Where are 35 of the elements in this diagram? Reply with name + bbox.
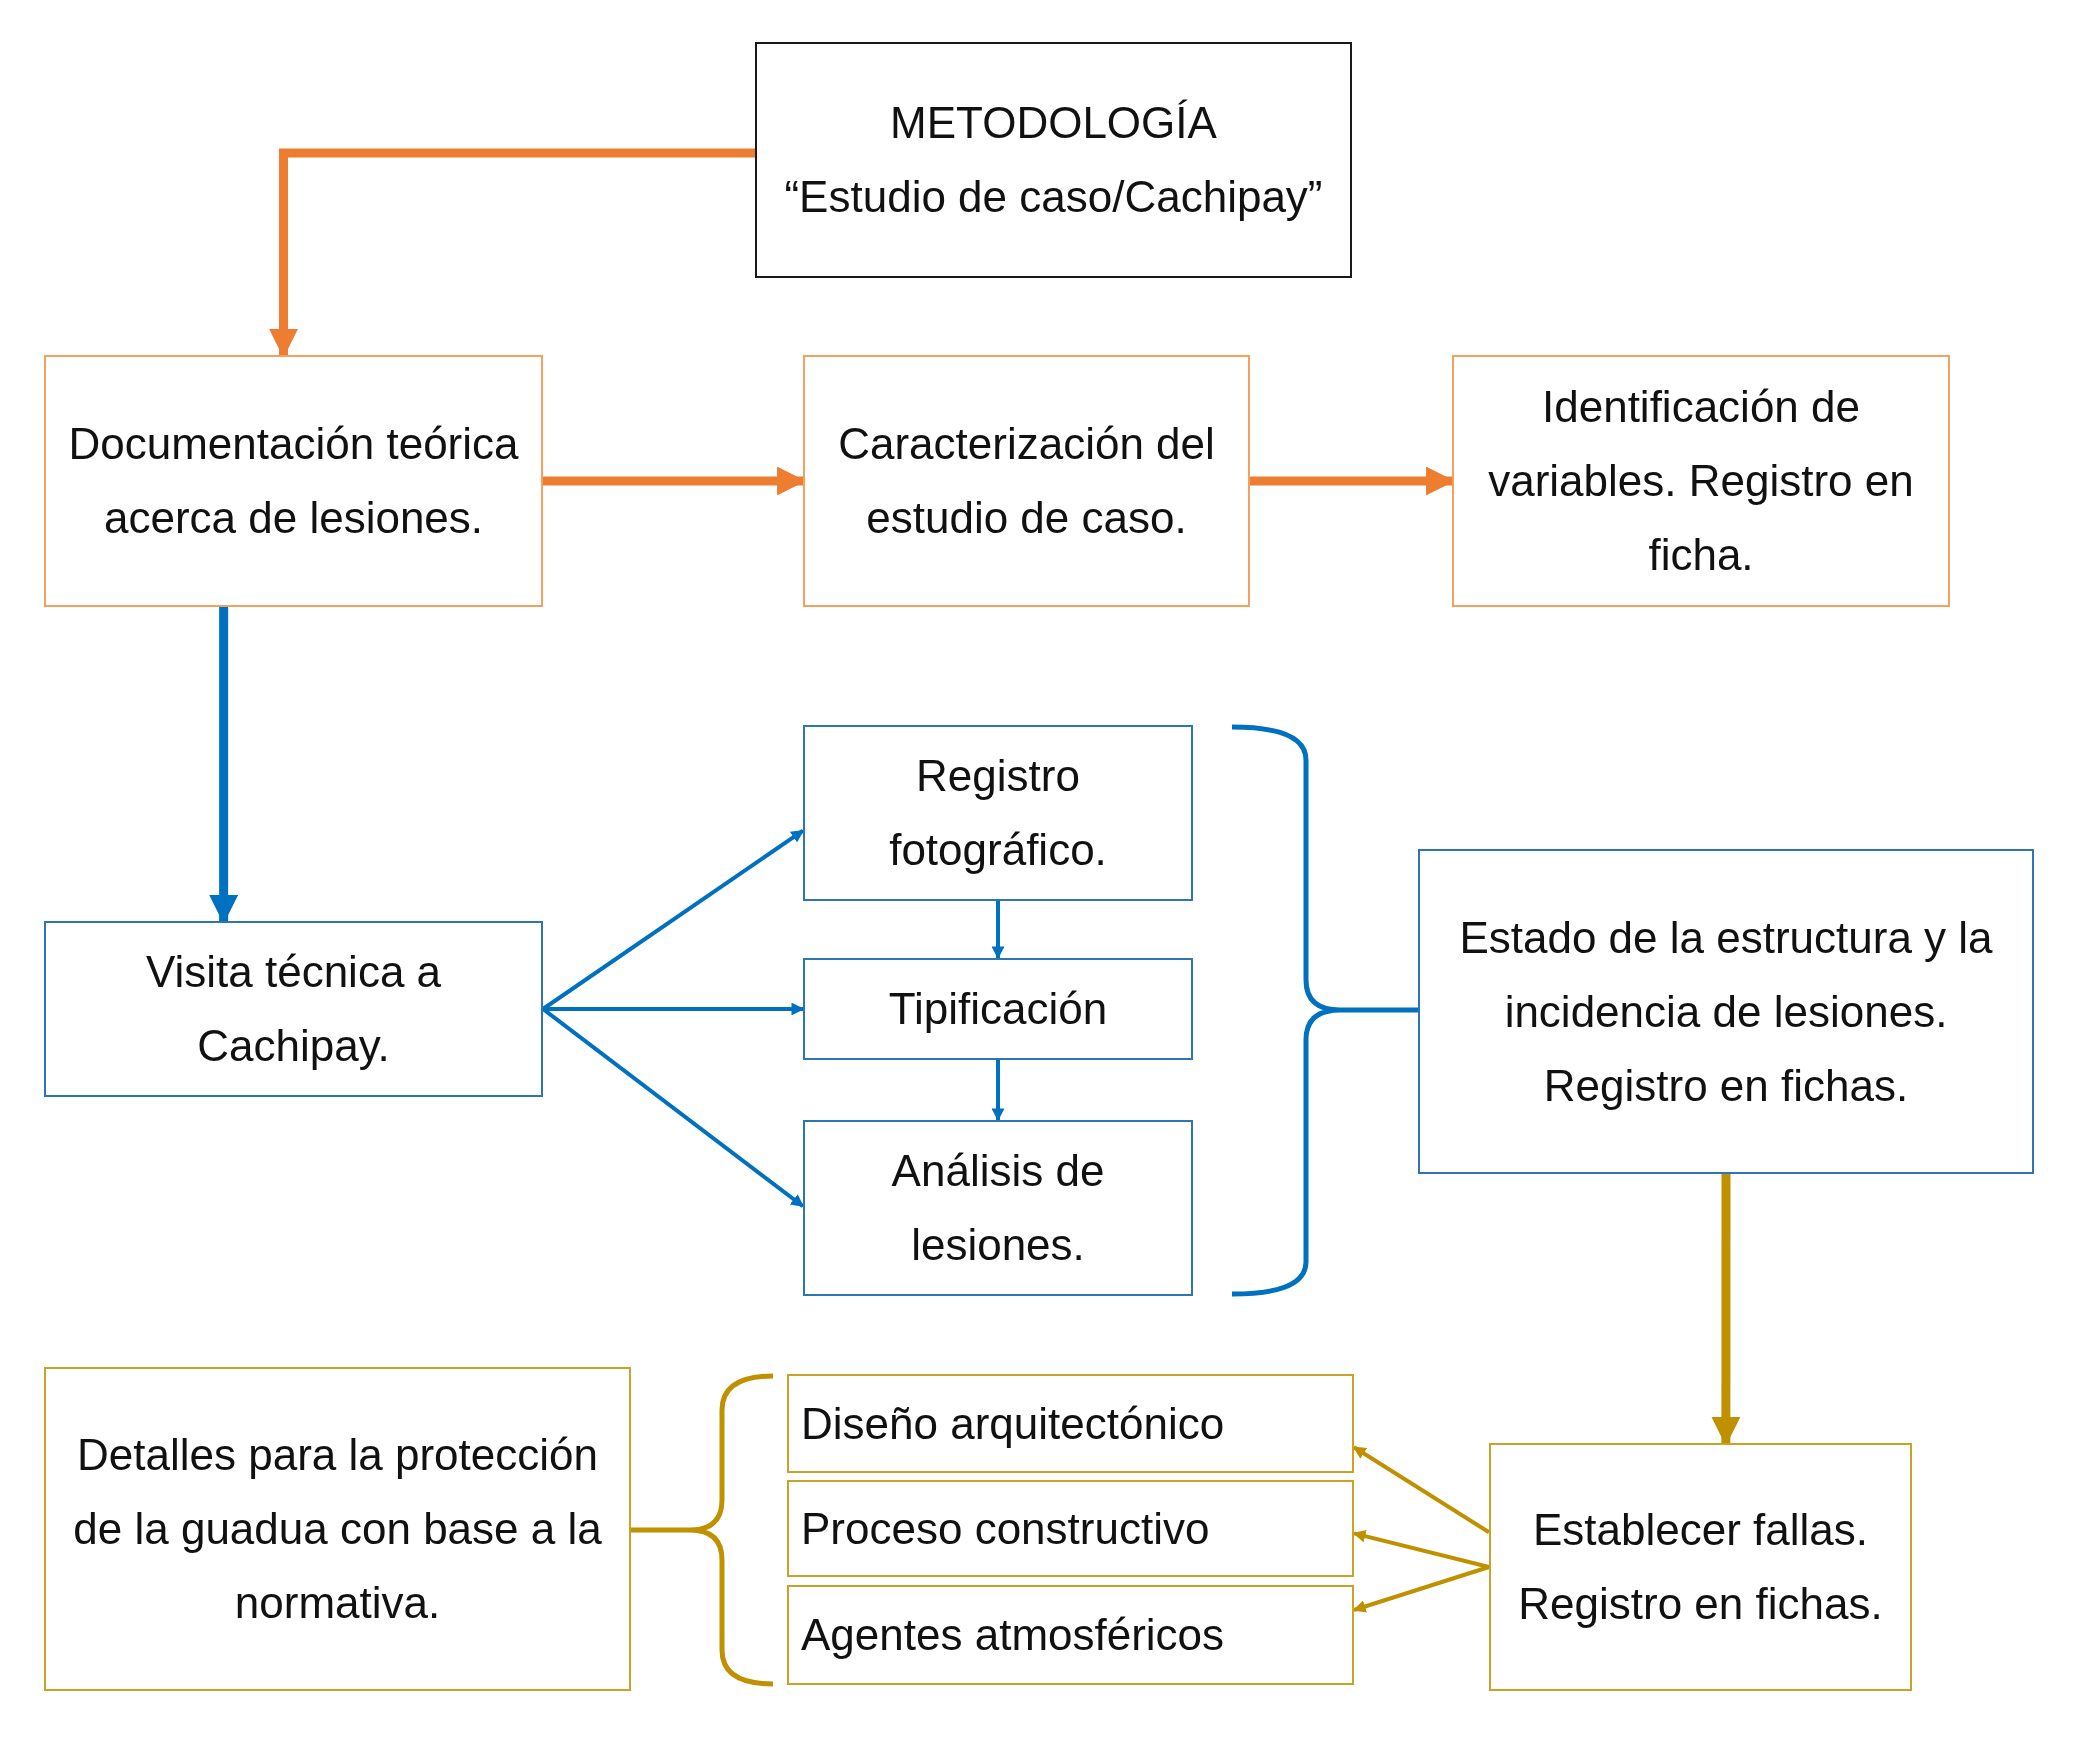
node-text: Registro fotográfico. bbox=[888, 750, 1108, 876]
process-box bbox=[803, 1120, 1193, 1296]
node-text: “Estudio de caso/Cachipay” bbox=[784, 171, 1323, 223]
node-text: Tipificación bbox=[888, 983, 1108, 1035]
arrow bbox=[991, 901, 1005, 960]
node-text: Documentación teórica acerca de lesiones. bbox=[67, 418, 520, 544]
node-text: Detalles para la protección de la guadua con base a la normativa. bbox=[72, 1429, 603, 1629]
node-text: Caracterización del estudio de caso. bbox=[837, 418, 1216, 544]
process-box bbox=[803, 958, 1193, 1060]
node-text: Proceso constructivo bbox=[801, 1502, 1210, 1555]
node-text: Visita técnica a Cachipay. bbox=[144, 946, 443, 1072]
process-box bbox=[1418, 849, 2034, 1174]
process-box bbox=[44, 1367, 631, 1691]
node-text: Identificación de variables. Registro en ficha. bbox=[1487, 381, 1915, 581]
title-box bbox=[755, 42, 1352, 278]
process-box bbox=[44, 355, 543, 607]
process-box bbox=[1452, 355, 1950, 607]
process-box bbox=[787, 1374, 1354, 1473]
arrow bbox=[543, 1002, 805, 1016]
node-text: METODOLOGÍA bbox=[890, 97, 1217, 149]
process-box bbox=[787, 1585, 1354, 1685]
node-text: Agentes atmosféricos bbox=[801, 1609, 1225, 1661]
arrow bbox=[1711, 1174, 1741, 1446]
arrow bbox=[991, 1060, 1005, 1122]
process-box bbox=[1489, 1443, 1912, 1691]
node-text: Diseño arquitectónico bbox=[801, 1397, 1225, 1450]
process-box bbox=[803, 725, 1193, 901]
process-box bbox=[803, 355, 1250, 607]
process-box bbox=[44, 921, 543, 1097]
node-text: Establecer fallas. Registro en fichas. bbox=[1517, 1504, 1884, 1630]
node-text: Análisis de lesiones. bbox=[890, 1145, 1106, 1271]
arrow bbox=[269, 148, 755, 358]
arrow bbox=[209, 607, 239, 924]
process-box bbox=[787, 1480, 1354, 1577]
node-text: Estado de la estructura y la incidencia de lesiones. Registro en fichas. bbox=[1458, 911, 1994, 1112]
